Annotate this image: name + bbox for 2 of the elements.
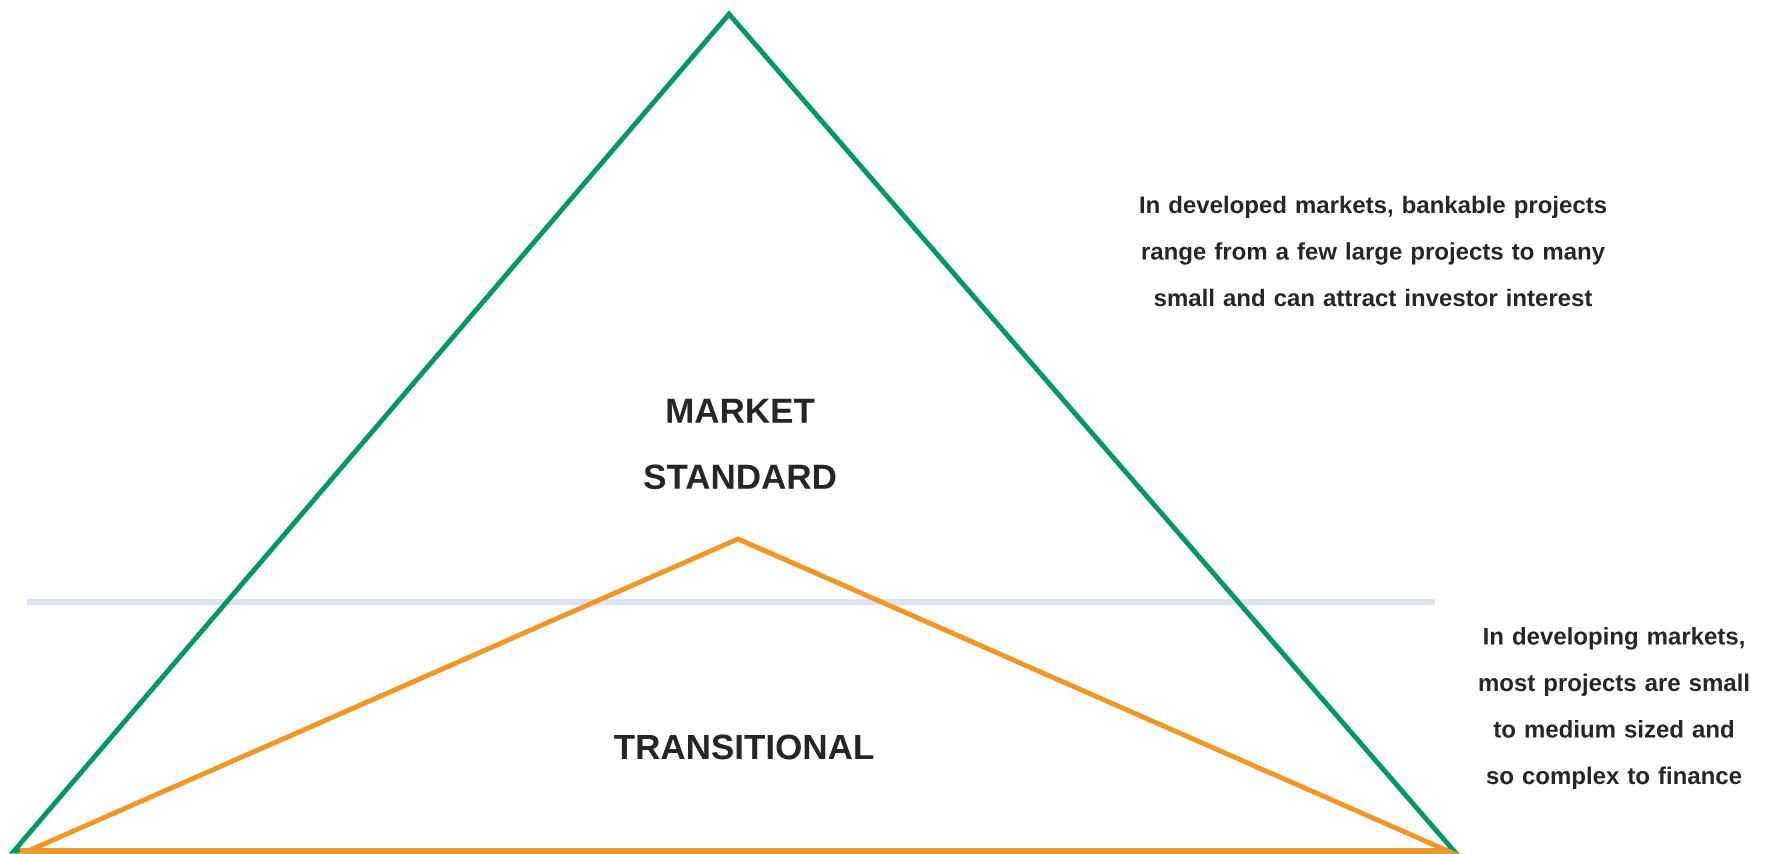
note-text: In developing markets, most projects are small to medium sized and so complex to finance <box>1479 627 1749 789</box>
note-text: In developed markets, bankable projects range from a few large projects to many small and can attract investor interest <box>1140 195 1607 307</box>
